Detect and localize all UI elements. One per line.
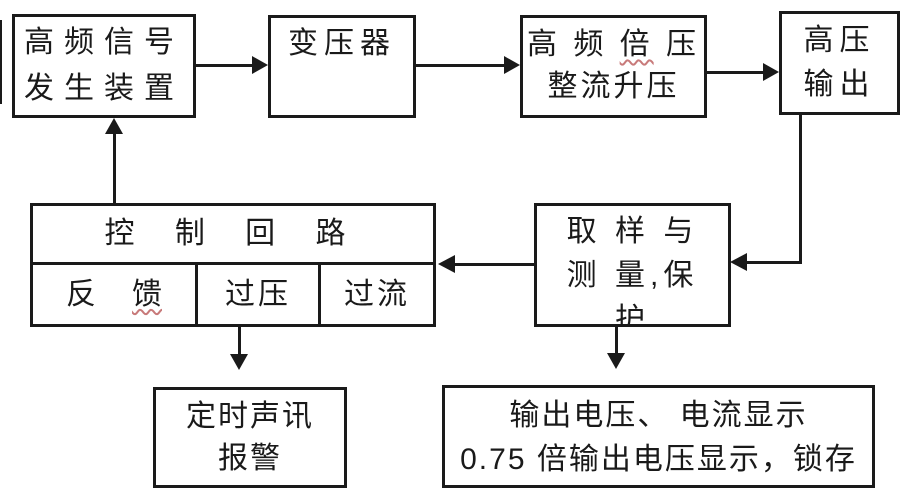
box-signal-generator-line2: 发生装置 bbox=[24, 72, 184, 105]
box-alarm-line1: 定时声讯 bbox=[186, 399, 314, 433]
arrow-control-to-alarm-line bbox=[238, 327, 241, 354]
box-hv-output-line1: 高压 bbox=[803, 24, 876, 57]
box-hv-multiplier-line1: 高 频 倍 压 bbox=[523, 24, 704, 66]
arrow-hvout-to-sampling-vline bbox=[799, 115, 802, 264]
arrow-control-to-signal-line bbox=[113, 134, 116, 203]
control-cell-feedback: 反 馈 bbox=[33, 265, 198, 324]
arrow-sampling-to-display-line bbox=[615, 327, 618, 353]
box-signal-generator: 高频信号 发生装置 bbox=[12, 14, 196, 118]
hv-multiplier-line1-marked: 倍 bbox=[619, 28, 654, 61]
control-cell-feedback-marked: 馈 bbox=[132, 277, 162, 311]
control-loop-cells: 反 馈 过压 过流 bbox=[33, 265, 433, 324]
control-loop-header: 控 制 回 路 bbox=[33, 206, 433, 265]
box-hv-output: 高压 输出 bbox=[779, 11, 900, 115]
control-cell-overvoltage: 过压 bbox=[198, 265, 321, 324]
arrow-signal-to-transformer-head bbox=[252, 56, 268, 74]
box-sampling-line1: 取 样 与 bbox=[566, 215, 699, 248]
box-hv-multiplier: 高 频 倍 压 整流升压 bbox=[520, 15, 707, 118]
arrow-hvout-to-sampling-hline bbox=[746, 261, 802, 264]
box-hv-output-line2: 输出 bbox=[803, 68, 876, 101]
arrow-sampling-to-display-head bbox=[607, 353, 625, 369]
arrow-sampling-to-control-head bbox=[438, 255, 455, 273]
arrow-multiplier-to-hvout-head bbox=[763, 63, 779, 81]
box-sampling-line3: 护 bbox=[615, 303, 650, 327]
box-transformer: 变压器 bbox=[268, 15, 416, 118]
arrow-control-to-signal-head bbox=[105, 118, 123, 134]
box-output-display-line1: 输出电压、 电流显示 bbox=[509, 398, 808, 432]
box-signal-generator-line1: 高频信号 bbox=[24, 26, 184, 59]
arrow-signal-to-transformer-line bbox=[196, 64, 253, 67]
control-cell-feedback-pre: 反 bbox=[66, 277, 96, 311]
arrow-control-to-alarm-head bbox=[230, 354, 248, 370]
arrow-multiplier-to-hvout-line bbox=[707, 71, 764, 74]
control-cell-overcurrent: 过流 bbox=[344, 277, 410, 311]
box-sampling-measure: 取 样 与 测 量,保 护 bbox=[534, 203, 731, 327]
box-sampling-line2: 测 量,保 bbox=[566, 259, 699, 292]
box-control-loop: 控 制 回 路 反 馈 过压 过流 bbox=[30, 203, 436, 327]
arrow-transformer-to-multiplier-head bbox=[504, 56, 520, 74]
box-output-display: 输出电压、 电流显示 0.75 倍输出电压显示，锁存 bbox=[442, 385, 875, 488]
box-alarm: 定时声讯 报警 bbox=[153, 387, 347, 488]
hv-multiplier-line1-pre: 高 频 bbox=[526, 28, 620, 61]
arrow-sampling-to-control-line bbox=[455, 263, 534, 266]
arrow-hvout-to-sampling-head bbox=[730, 253, 747, 271]
box-alarm-line2: 报警 bbox=[218, 441, 282, 475]
hv-multiplier-line1-post: 压 bbox=[653, 28, 700, 61]
box-hv-multiplier-line2: 整流升压 bbox=[547, 70, 680, 103]
box-transformer-label: 变压器 bbox=[288, 27, 396, 60]
box-output-display-line2: 0.75 倍输出电压显示，锁存 bbox=[460, 442, 857, 476]
arrow-transformer-to-multiplier-line bbox=[416, 64, 505, 67]
edge-artifact-line bbox=[0, 20, 2, 104]
